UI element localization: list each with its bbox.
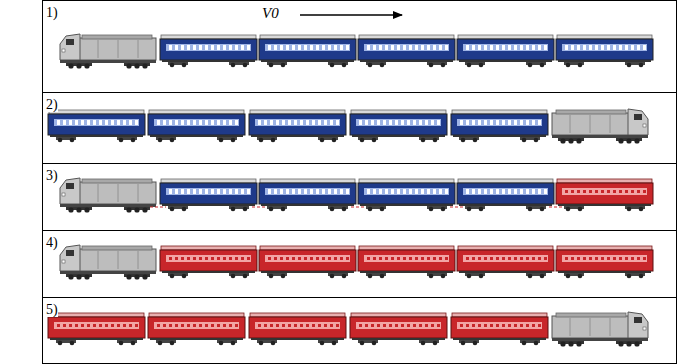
velocity-label: V0: [262, 6, 279, 21]
row-number: 3): [46, 169, 58, 183]
row-number: 2): [46, 98, 58, 112]
row-number: 1): [46, 6, 58, 20]
row-number: 5): [46, 303, 58, 317]
row-number: 4): [46, 236, 58, 250]
